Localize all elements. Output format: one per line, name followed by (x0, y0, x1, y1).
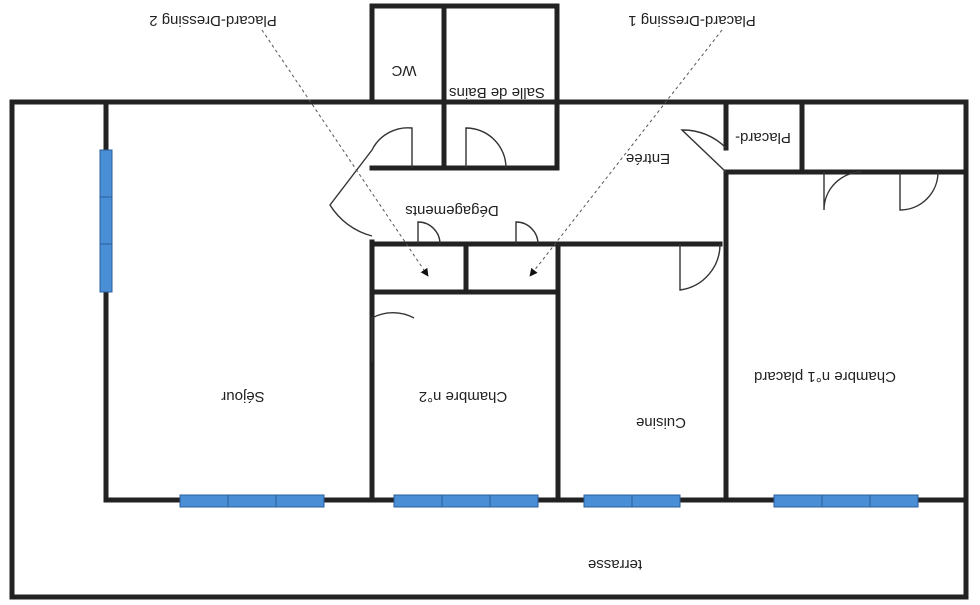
label-chambre2: Chambre n°2 (419, 388, 508, 405)
window-cuisine (583, 494, 681, 508)
label-cuisine: Cuisine (636, 414, 686, 431)
door-swing-dressing1 (515, 221, 539, 245)
door-swings (329, 127, 939, 362)
window-chambre2 (393, 494, 539, 508)
outer-wall (9, 99, 969, 600)
door-swing-entree (680, 129, 727, 173)
label-placard: Placard- (735, 129, 791, 146)
window-sejour-side (99, 149, 113, 293)
door-swing-placard-b (899, 171, 939, 211)
bathroom-block-walls (369, 3, 560, 171)
callout-line-dressing1 (529, 29, 723, 277)
label-degagements: Dégagements (405, 202, 498, 219)
door-swing-degagements (329, 149, 373, 237)
label-terrasse: terrasse (588, 556, 642, 573)
door-swing-wc (371, 127, 413, 168)
door-swing-chambre2 (371, 311, 415, 362)
label-sejour: Séjour (221, 388, 264, 405)
label-placard-dressing-2: Placard-Dressing 2 (149, 12, 277, 29)
window-sejour (179, 494, 325, 508)
door-swing-placard-a (823, 171, 863, 211)
label-chambre1: Chambre n°1 placard (754, 368, 896, 385)
label-salle-de-bains: Salle de Bains (449, 84, 545, 101)
door-swing-bath (465, 127, 507, 169)
window-chambre1 (773, 494, 919, 508)
door-swing-cuisine (679, 243, 721, 291)
callout-line-dressing2 (261, 29, 429, 277)
label-placard-dressing-1: Placard-Dressing 1 (628, 12, 756, 29)
label-wc: WC (391, 62, 416, 79)
door-swing-dressing2 (417, 221, 441, 245)
label-entree: Entrée (626, 150, 670, 167)
